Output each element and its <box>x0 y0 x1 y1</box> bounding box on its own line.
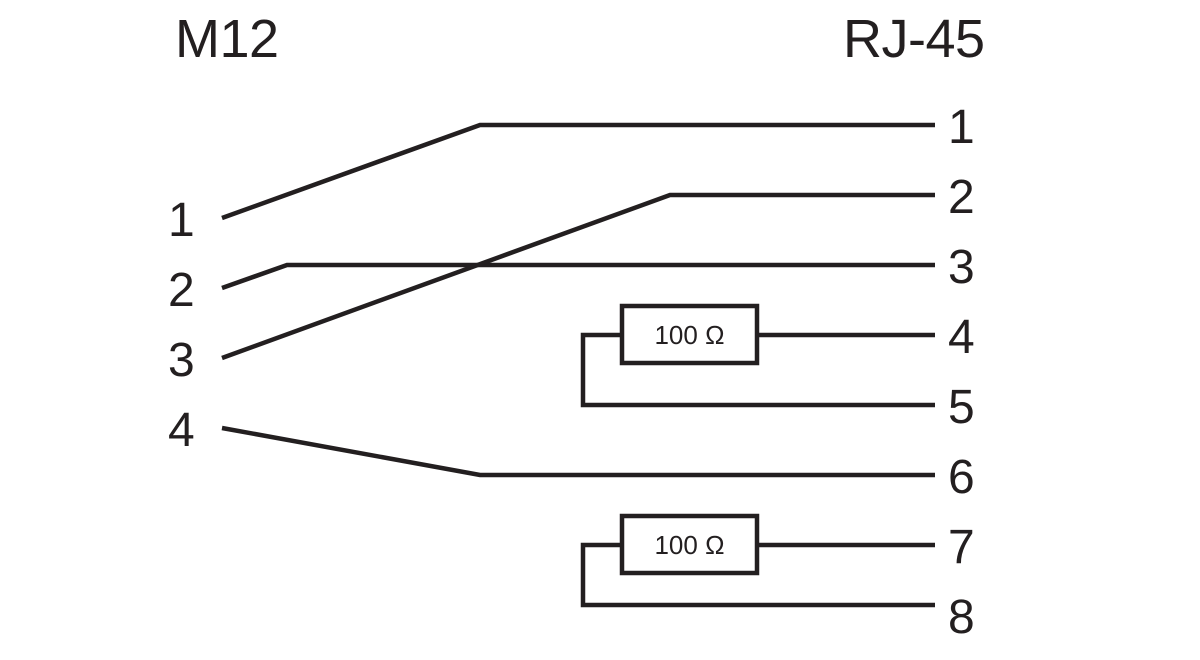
rj45-pin-label-5: 5 <box>948 381 975 434</box>
wire-m12-3-to-rj45-2 <box>221 192 935 361</box>
m12-pin-label-2: 2 <box>168 264 195 317</box>
bridge-rj45-7-8 <box>580 542 935 608</box>
wire-m12-2-to-rj45-3 <box>221 262 935 291</box>
m12-pin-label-3: 3 <box>168 334 195 387</box>
rj45-pin-label-1: 1 <box>948 101 975 154</box>
resistor-2-value: 100 Ω <box>654 530 724 560</box>
wire-m12-1-to-rj45-1 <box>221 122 935 221</box>
rj45-pin-label-2: 2 <box>948 171 975 224</box>
rj45-pin-label-7: 7 <box>948 521 975 574</box>
connector-title-right: RJ-45 <box>843 9 985 69</box>
rj45-pin-label-4: 4 <box>948 311 975 364</box>
resistor-1-body <box>619 303 760 366</box>
bridge-rj45-4-5 <box>580 332 935 408</box>
rj45-pin-label-6: 6 <box>948 451 975 504</box>
m12-pin-label-4: 4 <box>168 404 195 457</box>
wire-m12-4-to-rj45-6 <box>221 425 935 478</box>
resistor-1-value: 100 Ω <box>654 320 724 350</box>
rj45-pin-label-3: 3 <box>948 241 975 294</box>
connector-title-left: M12 <box>175 9 279 69</box>
rj45-pin-label-8: 8 <box>948 591 975 644</box>
m12-pin-label-1: 1 <box>168 194 195 247</box>
resistor-2-body <box>619 513 760 576</box>
